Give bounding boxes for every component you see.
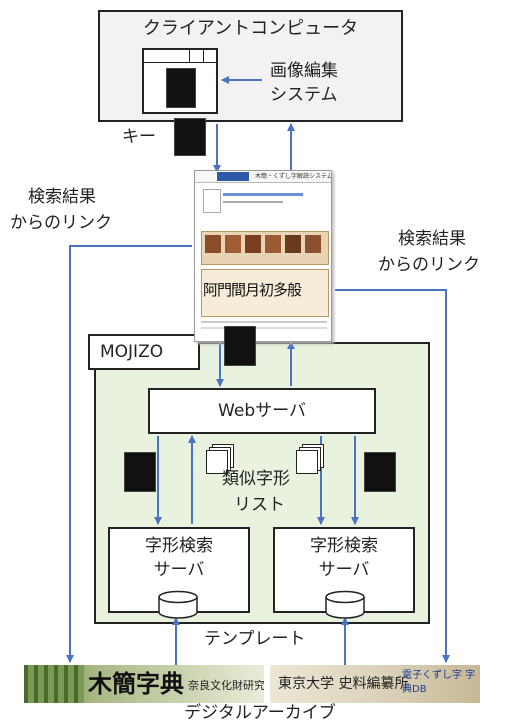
search-server-left-line1: 字形検索 xyxy=(145,536,213,556)
search-server-right-line2: サーバ xyxy=(318,560,370,580)
edit-system-label-2: システム xyxy=(270,85,338,105)
archive-right-org: 東京大学 史料編纂所 xyxy=(278,676,409,692)
archive-left-title: 木簡字典 xyxy=(88,669,184,698)
glyph-image-left xyxy=(124,452,156,492)
web-ui-screenshot: 木簡・くずし字解読システム 阿門間月初多般 xyxy=(194,170,332,342)
client-title: クライアントコンピュータ xyxy=(142,18,359,39)
edit-system-label-1: 画像編集 xyxy=(270,61,338,81)
search-link-right-line2: からのリンク xyxy=(378,255,480,275)
client-computer-box: クライアントコンピュータ 画像編集 システム xyxy=(98,10,403,122)
archive-mokkan-jiten: 木簡字典 奈良文化財研究所 xyxy=(24,665,264,703)
search-server-right-line1: 字形検索 xyxy=(310,536,378,556)
search-server-left-line2: サーバ xyxy=(153,560,205,580)
web-server-label: Webサーバ xyxy=(218,401,306,421)
web-server-box: Webサーバ xyxy=(148,388,376,434)
search-link-right-line1: 検索結果 xyxy=(398,229,466,249)
search-link-left-line2: からのリンク xyxy=(10,213,112,233)
database-icon-right xyxy=(325,590,365,619)
template-label: テンプレート xyxy=(204,629,306,649)
query-glyph-image xyxy=(224,326,256,366)
database-icon-left xyxy=(158,590,198,619)
glyph-image-icon xyxy=(166,68,196,108)
archive-shiryo-hensanjo: 東京大学 史料編纂所 電子くずし字 字典DB xyxy=(270,665,480,703)
screenshot-result-chars: 阿門間月初多般 xyxy=(203,281,302,299)
edit-window-icon xyxy=(142,48,218,114)
key-label: キー xyxy=(122,127,156,147)
similar-list-line1: 類似字形 xyxy=(222,469,290,489)
screenshot-header-title: 木簡・くずし字解読システム xyxy=(255,173,332,180)
document-stack-layer xyxy=(296,450,318,474)
search-link-left-line1: 検索結果 xyxy=(28,187,96,207)
glyph-image-right xyxy=(364,452,396,492)
key-glyph-image xyxy=(174,118,206,156)
document-stack-layer xyxy=(206,450,228,474)
mojizo-title: MOJIZO xyxy=(100,342,164,362)
mojizo-title-box: MOJIZO xyxy=(88,334,200,370)
archive-right-db: 電子くずし字 字典DB xyxy=(402,670,476,695)
digital-archive-label: デジタルアーカイブ xyxy=(184,703,336,723)
archive-left-org: 奈良文化財研究所 xyxy=(188,679,264,692)
similar-list-line2: リスト xyxy=(234,495,285,515)
